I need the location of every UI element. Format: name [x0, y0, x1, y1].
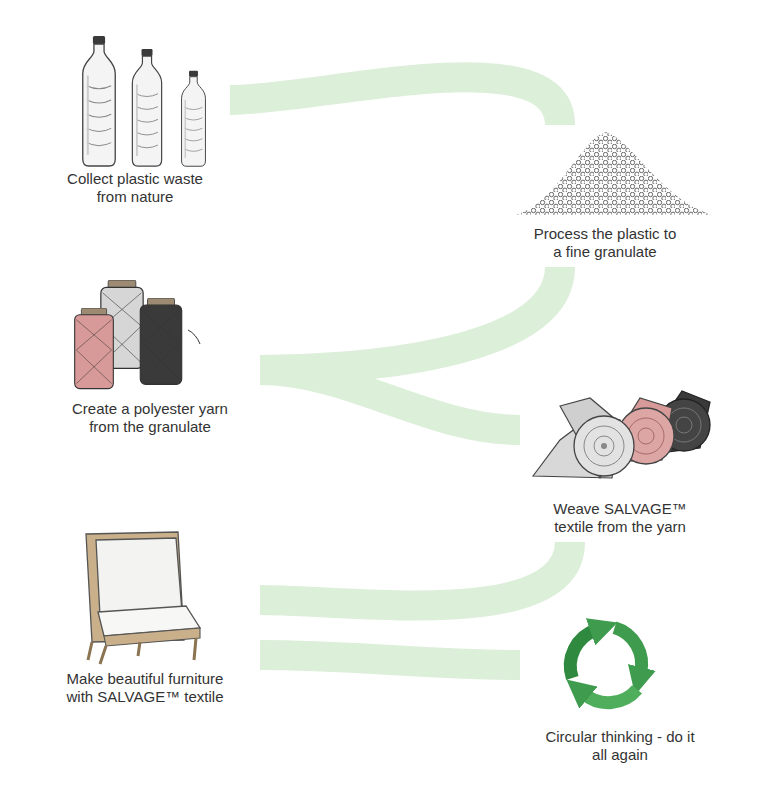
process-step: Process the plastic to a fine granulate: [500, 125, 710, 267]
recycle-symbol-part: [615, 628, 642, 673]
yarn-spools: [75, 280, 200, 389]
recycle-symbol-part: [570, 630, 596, 678]
process-step: Make beautiful furniture with SALVAGE™ t…: [30, 525, 260, 712]
granulate-pile-part: [516, 132, 712, 215]
granulate-pile: [516, 132, 712, 215]
textile-rolls-part: [601, 443, 607, 449]
process-step: Weave SALVAGE™ textile from the yarn: [520, 385, 720, 542]
textile-rolls-part: [594, 436, 614, 456]
textile-rolls-part: [584, 426, 624, 466]
plastic-bottles-part: [132, 49, 161, 166]
step-caption: Collect plastic waste from nature: [55, 170, 215, 206]
process-step: Collect plastic waste from nature: [40, 30, 230, 212]
armchair-part: [88, 638, 196, 664]
step-caption: Circular thinking - do it all again: [545, 728, 695, 764]
path-band: [230, 77, 560, 125]
plastic-bottles-part: [182, 71, 206, 167]
armchair: [86, 532, 200, 664]
textile-rolls-part: [638, 428, 654, 444]
step-caption: Create a polyester yarn from the granula…: [65, 400, 235, 436]
process-step: Create a polyester yarn from the granula…: [40, 275, 260, 442]
armchair-part: [104, 628, 200, 646]
textile-rolls-part: [574, 416, 634, 476]
path-band: [260, 542, 570, 606]
textile-rolls-part: [676, 417, 692, 433]
step-caption: Process the plastic to a fine granulate: [530, 225, 680, 261]
armchair-part: [96, 538, 182, 616]
path-band: [260, 267, 560, 370]
step-caption: Weave SALVAGE™ textile from the yarn: [540, 500, 700, 536]
recycle-symbol: [570, 628, 641, 703]
recycle-symbol-part: [584, 689, 637, 702]
plastic-bottles-part: [83, 36, 115, 166]
textile-rolls: [533, 391, 710, 478]
yarn-spools-part: [140, 298, 181, 384]
yarn-spools-part: [75, 308, 114, 389]
path-band: [260, 655, 520, 665]
step-caption: Make beautiful furniture with SALVAGE™ t…: [53, 670, 238, 706]
path-band: [260, 370, 520, 430]
plastic-bottles: [83, 36, 206, 166]
process-step: Circular thinking - do it all again: [520, 610, 720, 770]
yarn-spools-part: [188, 330, 200, 344]
